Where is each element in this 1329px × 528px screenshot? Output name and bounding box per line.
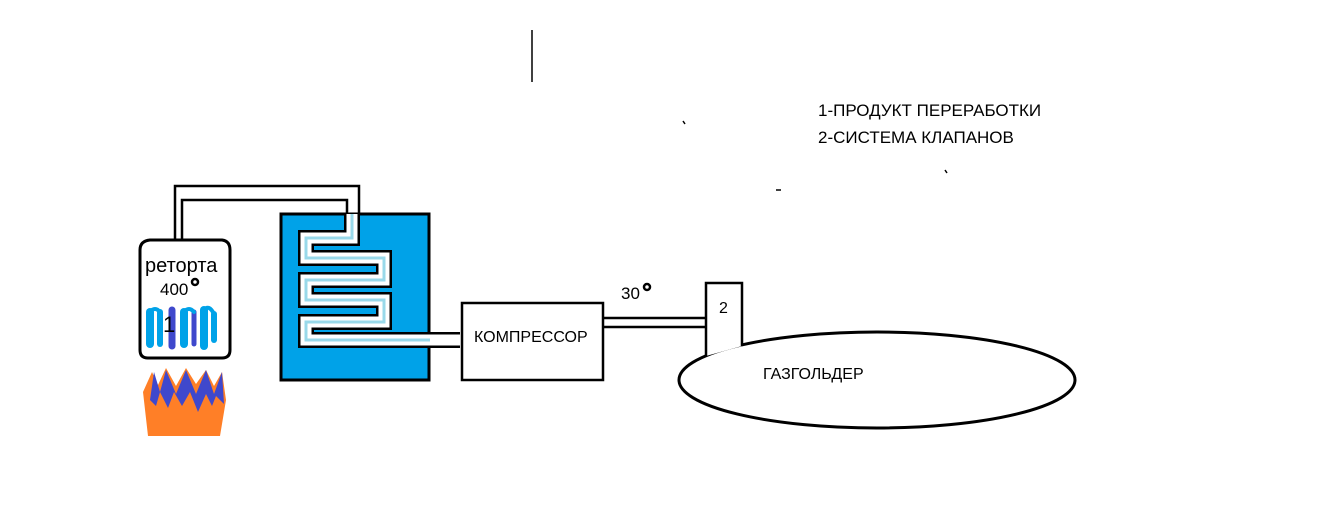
retort-temperature: 400 [160, 280, 188, 299]
valve-label: 2 [719, 300, 728, 317]
pipe-temperature: 30 [621, 284, 640, 303]
gasholder: ГАЗГОЛЬДЕР [677, 330, 1077, 430]
legend-item-1: 1-ПРОДУКТ ПЕРЕРАБОТКИ [818, 101, 1041, 120]
compressor-outlet-pipe [603, 316, 706, 329]
retort: реторта 400 1 [138, 238, 232, 360]
pipe-degree-sign [642, 282, 652, 292]
compressor-label: КОМПРЕССОР [474, 329, 588, 346]
valve: 2 [704, 281, 744, 356]
stray-marks [531, 30, 948, 191]
retort-marker: 1 [163, 312, 175, 337]
gasholder-label: ГАЗГОЛЬДЕР [763, 366, 864, 383]
retort-label: реторта [145, 255, 218, 277]
flame-icon [143, 368, 226, 436]
retort-degree-sign [190, 277, 200, 287]
compressor: КОМПРЕССОР [460, 301, 605, 382]
product-icon [146, 305, 217, 350]
cooler [279, 212, 460, 382]
legend-item-2: 2-СИСТЕМА КЛАПАНОВ [818, 128, 1014, 147]
cooler-coil [298, 214, 460, 348]
